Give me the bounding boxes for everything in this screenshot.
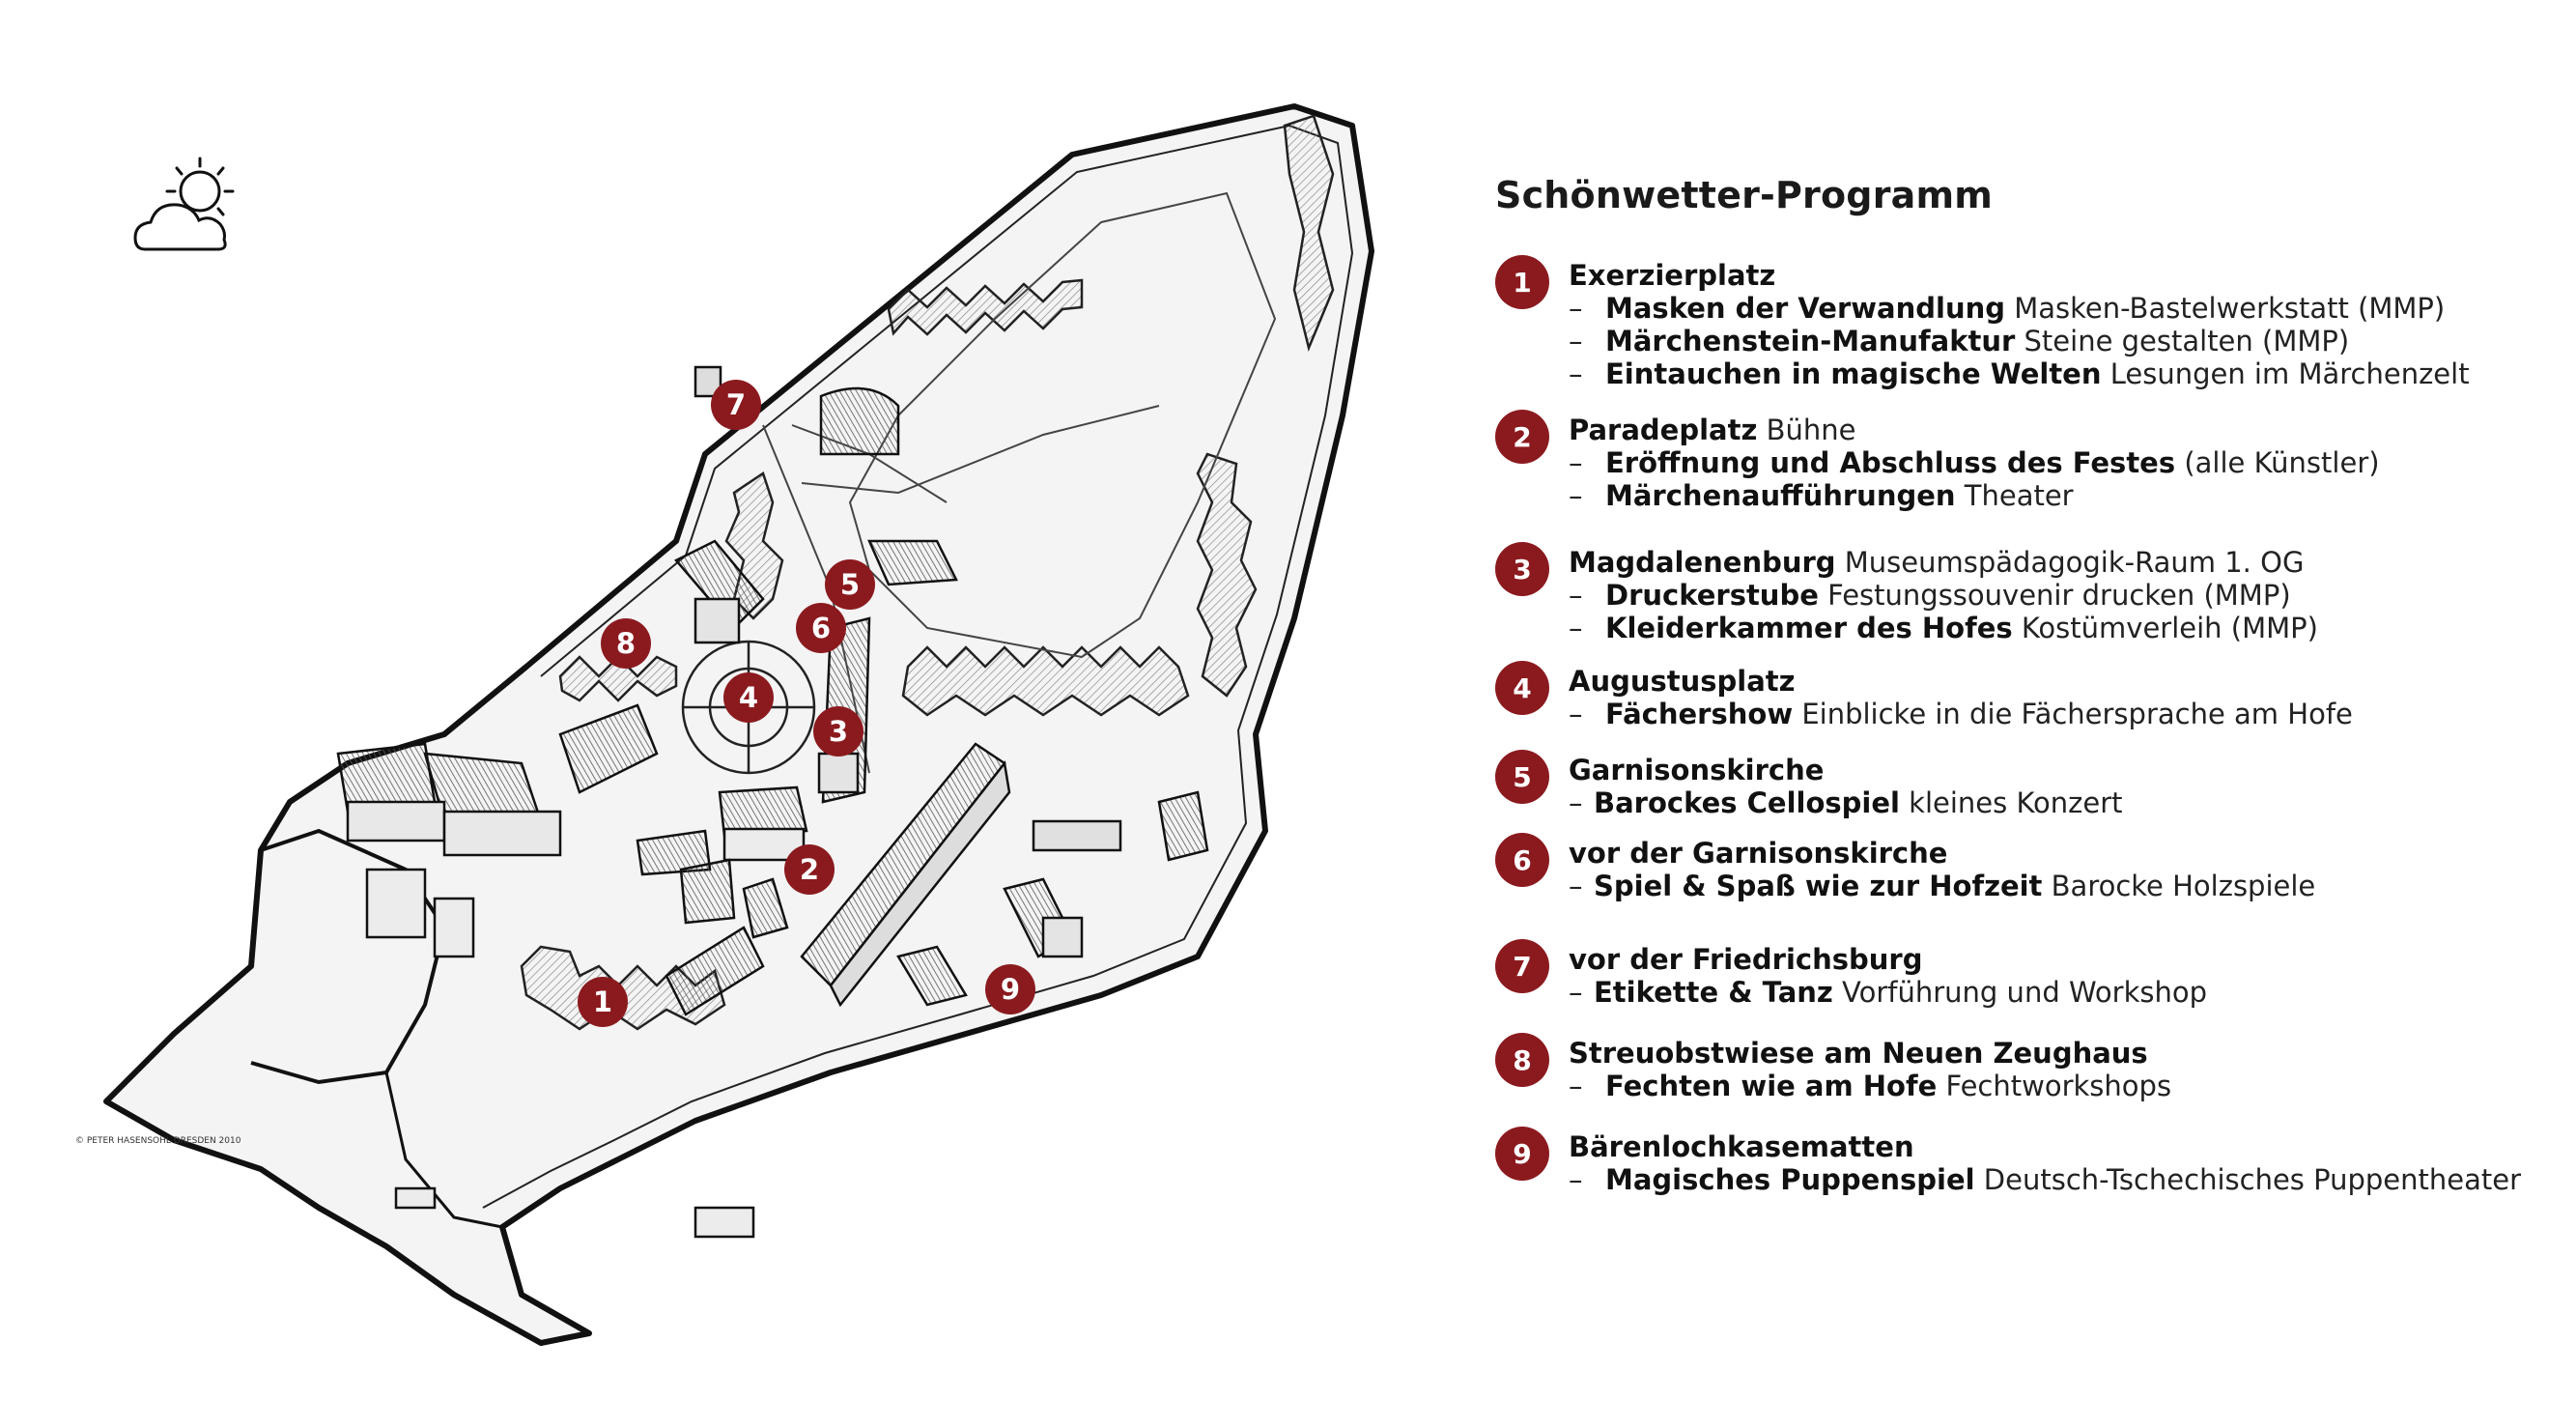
map-marker-5[interactable]: 5	[825, 559, 875, 610]
svg-text:2: 2	[800, 853, 819, 886]
map-marker-1[interactable]: 1	[578, 977, 628, 1027]
activity: –Märchenaufführungen Theater	[1569, 479, 2074, 512]
number-badge: 2	[1495, 410, 1549, 464]
map-markers: 1 2 3 4 5 6 7 8 9	[578, 380, 1035, 1027]
svg-text:1: 1	[593, 985, 612, 1018]
activity: –Eröffnung und Abschluss des Festes (all…	[1569, 446, 2380, 479]
number-badge: 7	[1495, 939, 1549, 993]
place-name: Paradeplatz	[1569, 414, 1758, 446]
svg-text:7: 7	[726, 388, 746, 421]
activity: –Druckerstube Festungssouvenir drucken (…	[1569, 579, 2291, 612]
place-name: Magdalenenburg	[1569, 546, 1836, 579]
svg-text:8: 8	[616, 627, 636, 660]
map-marker-4[interactable]: 4	[723, 672, 774, 723]
place-name: Garnisonskirche	[1569, 754, 1825, 786]
number-badge: 4	[1495, 661, 1549, 715]
number-badge: 9	[1495, 1127, 1549, 1181]
activity: –Masken der Verwandlung Masken-Bastelwer…	[1569, 292, 2446, 325]
map-marker-9[interactable]: 9	[985, 964, 1035, 1014]
place-detail: Bühne	[1766, 414, 1856, 446]
place-detail: Museumspädagogik-Raum 1. OG	[1844, 546, 2305, 579]
map-marker-6[interactable]: 6	[796, 603, 846, 653]
legend-title: Schönwetter-Programm	[1495, 174, 1994, 216]
place-name: vor der Garnisonskirche	[1569, 837, 1948, 870]
number-badge: 6	[1495, 833, 1549, 887]
svg-text:4: 4	[739, 681, 758, 714]
map-marker-8[interactable]: 8	[601, 618, 651, 669]
number-badge: 1	[1495, 255, 1549, 309]
activity: –Magisches Puppenspiel Deutsch-Tschechis…	[1569, 1163, 2522, 1196]
fortress-walls	[103, 103, 1374, 1346]
activity: –Märchenstein-Manufaktur Steine gestalte…	[1569, 325, 2350, 357]
activity: –Etikette & Tanz Vorführung und Workshop	[1569, 976, 2208, 1009]
number-badge: 8	[1495, 1033, 1549, 1087]
buildings	[336, 365, 1209, 1239]
fortress-map: © PETER HASENSOHL DRESDEN 2010 1 2 3 4 5…	[75, 103, 1374, 1346]
activity: –Spiel & Spaß wie zur Hofzeit Barocke Ho…	[1569, 870, 2316, 902]
place-name: Streuobstwiese am Neuen Zeughaus	[1569, 1037, 2148, 1070]
activity: –Fächershow Einblicke in die Fächersprac…	[1569, 698, 2353, 730]
svg-text:9: 9	[1001, 973, 1020, 1006]
activity: –Barockes Cellospiel kleines Konzert	[1569, 786, 2123, 819]
activity: –Fechten wie am Hofe Fechtworkshops	[1569, 1070, 2172, 1102]
fortress-map-drawing: © PETER HASENSOHL DRESDEN 2010 1 2 3 4 5…	[75, 103, 1374, 1346]
map-marker-7[interactable]: 7	[711, 380, 761, 430]
svg-text:5: 5	[840, 568, 860, 601]
svg-text:3: 3	[829, 715, 848, 748]
activity: –Kleiderkammer des Hofes Kostümverleih (…	[1569, 612, 2318, 644]
map-marker-3[interactable]: 3	[813, 706, 863, 757]
map-marker-2[interactable]: 2	[784, 844, 835, 895]
sun-behind-cloud-icon	[133, 157, 235, 251]
number-badge: 3	[1495, 542, 1549, 596]
activity: –Eintauchen in magische Welten Lesungen …	[1569, 357, 2470, 390]
map-copyright: © PETER HASENSOHL DRESDEN 2010	[75, 1136, 241, 1146]
svg-text:6: 6	[811, 612, 831, 644]
place-name: Augustusplatz	[1569, 665, 1796, 698]
number-badge: 5	[1495, 750, 1549, 804]
place-name: vor der Friedrichsburg	[1569, 943, 1923, 976]
place-name: Bärenlochkasematten	[1569, 1130, 1914, 1163]
place-name: Exerzierplatz	[1569, 259, 1776, 292]
